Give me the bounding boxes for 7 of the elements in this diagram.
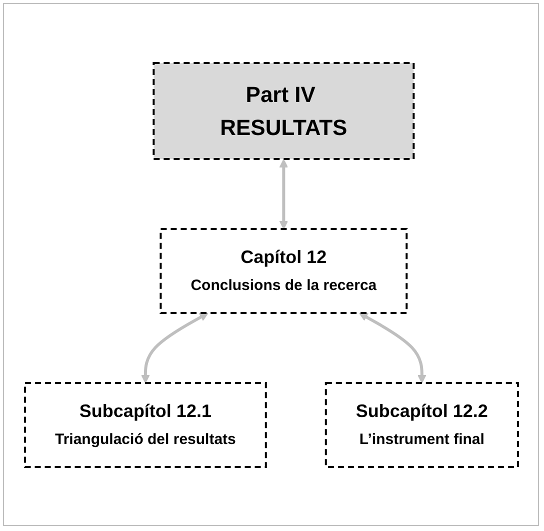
node-box: Subcapítol 12.2 L’instrument final <box>324 382 518 468</box>
node-box: Subcapítol 12.1 Triangulació del resultats <box>24 382 266 468</box>
node-box: Capítol 12 Conclusions de la recerca <box>159 228 408 314</box>
arrow <box>278 158 288 229</box>
node-box: Part IV RESULTATS <box>152 62 414 160</box>
arrow <box>358 312 426 383</box>
arrow <box>140 312 208 383</box>
